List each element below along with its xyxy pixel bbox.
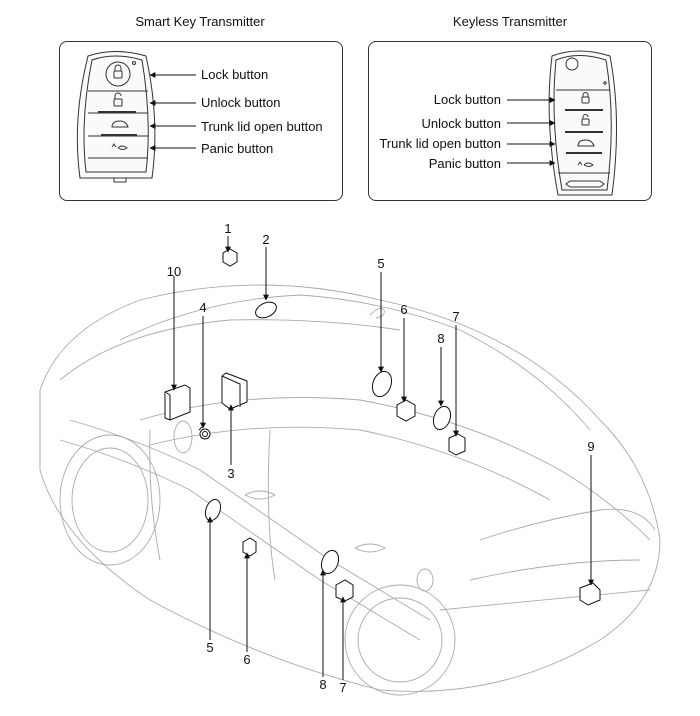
smart-key-lock-label: Lock button — [201, 67, 269, 82]
component-7-right-icon — [448, 433, 466, 456]
keyless-trunk-label: Trunk lid open button — [379, 136, 501, 151]
antenna-icon — [369, 307, 385, 319]
component-9-icon — [579, 582, 601, 606]
front-wheel-icon — [59, 434, 161, 566]
callout-1: 1 — [224, 221, 231, 236]
callout-6-left: 6 — [243, 652, 250, 667]
keyless-panic-button-icon — [577, 161, 594, 167]
keyless-lock-button-icon — [581, 92, 590, 104]
smart-unlock-button-icon — [113, 92, 123, 107]
callout-2: 2 — [262, 232, 269, 247]
smart-key-fob — [76, 51, 156, 183]
component-6-left-icon — [242, 537, 257, 557]
keyless-title: Keyless Transmitter — [452, 14, 568, 29]
smart-key-unlock-label: Unlock button — [201, 95, 281, 110]
smart-key-panel — [59, 41, 343, 201]
callout-6-right: 6 — [400, 302, 407, 317]
component-10-icon — [164, 384, 191, 421]
component-7-left-icon — [335, 579, 354, 602]
callout-9: 9 — [587, 439, 594, 454]
keyless-unlock-button-icon — [581, 114, 590, 126]
component-8-left-icon — [320, 549, 340, 575]
smart-panic-button-icon — [111, 143, 128, 150]
callout-4: 4 — [199, 300, 206, 315]
rear-door-handle-icon — [354, 543, 386, 553]
callout-3: 3 — [227, 466, 234, 481]
car-outline — [39, 284, 661, 696]
callout-numbers: 1 2 3 4 5 6 7 8 9 10 5 6 8 7 — [167, 221, 595, 695]
component-3-icon — [221, 372, 248, 410]
component-6-right-icon — [396, 399, 416, 422]
keyless-unlock-label: Unlock button — [421, 116, 502, 131]
smart-trunk-button-icon — [111, 120, 129, 128]
keyless-leaders — [507, 97, 556, 166]
keyless-lock-label: Lock button — [433, 92, 501, 107]
callout-8-right: 8 — [437, 331, 444, 346]
side-mirror-icon — [173, 420, 193, 454]
smart-lock-button-icon — [105, 61, 131, 87]
keyless-key-ring-icon — [565, 57, 579, 71]
rear-wheel-icon — [344, 584, 456, 696]
keyless-trunk-button-icon — [577, 139, 595, 147]
component-8-right-icon — [432, 405, 452, 431]
smart-key-leaders — [149, 72, 196, 151]
callout-10: 10 — [167, 264, 181, 279]
keyless-panel — [368, 41, 652, 201]
callout-7-right: 7 — [452, 309, 459, 324]
component-5-right-icon — [371, 370, 393, 398]
callout-5-right: 5 — [377, 256, 384, 271]
smart-key-trunk-label: Trunk lid open button — [201, 119, 323, 134]
callout-8-left: 8 — [319, 677, 326, 692]
front-door-handle-icon — [244, 490, 276, 500]
keyless-fob — [548, 50, 618, 196]
callout-leaders — [171, 236, 594, 680]
components — [164, 248, 601, 606]
smart-key-panic-label: Panic button — [201, 141, 274, 156]
callout-5-left: 5 — [206, 640, 213, 655]
component-1-icon — [222, 248, 238, 267]
smart-key-title: Smart Key Transmitter — [135, 14, 265, 29]
keyless-panic-label: Panic button — [428, 156, 501, 171]
component-2-icon — [255, 301, 277, 319]
callout-7-left: 7 — [339, 680, 346, 695]
component-4-icon — [198, 426, 211, 440]
